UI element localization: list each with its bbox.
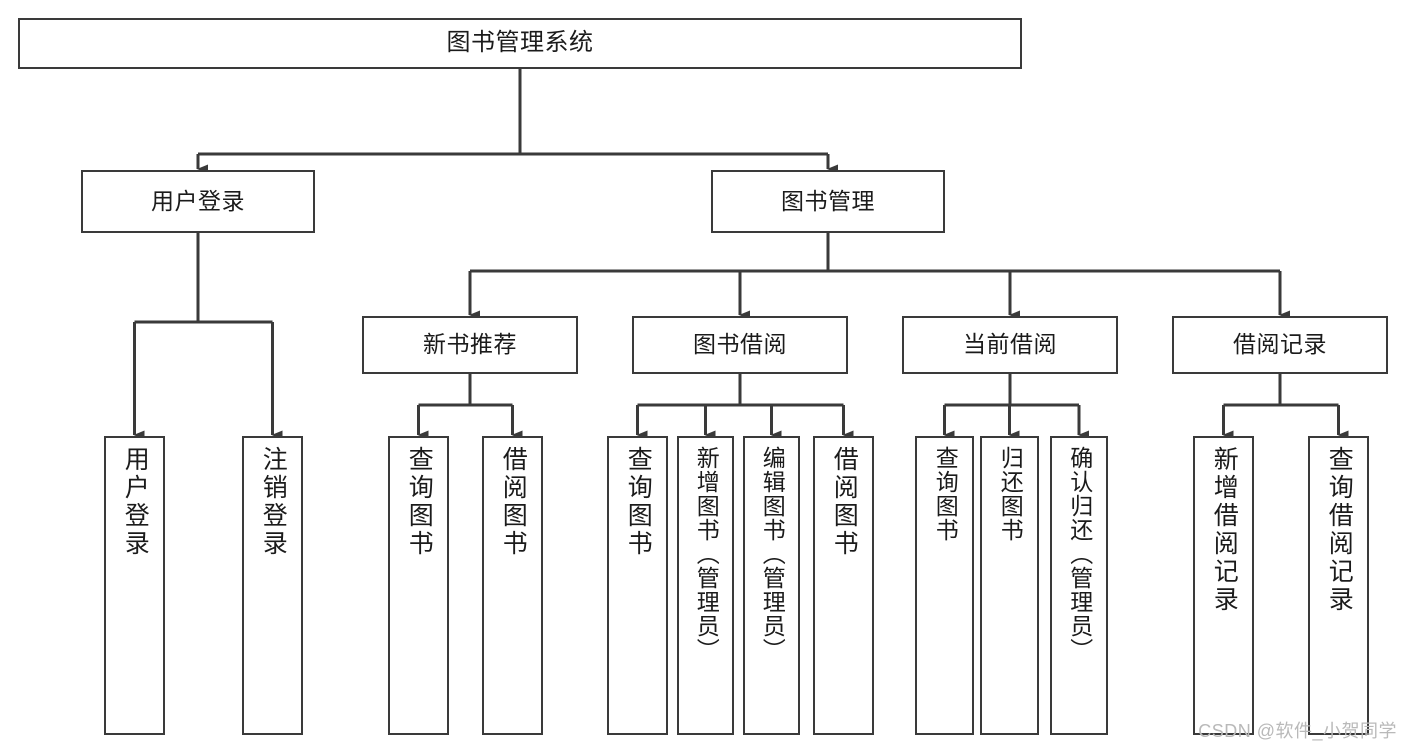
node-leaf-return-book[interactable]: 归还图书 [980,436,1039,735]
node-root[interactable]: 图书管理系统 [18,18,1022,69]
node-leaf-borrow-book-2[interactable]: 借阅图书 [813,436,874,735]
node-label: 查询图书 [624,446,653,558]
node-user-login[interactable]: 用户登录 [81,170,315,233]
node-leaf-add-record[interactable]: 新增借阅记录 [1193,436,1254,735]
node-label: 用户登录 [121,446,150,558]
node-label: 借阅图书 [830,446,859,558]
node-label: 图书管理 [781,187,875,214]
node-leaf-query-book-2[interactable]: 查询图书 [607,436,668,735]
node-new-book-rec[interactable]: 新书推荐 [362,316,578,374]
node-leaf-borrow-book-1[interactable]: 借阅图书 [482,436,543,735]
node-label: 查询图书 [405,446,434,558]
node-label: 注销登录 [259,446,288,558]
node-label: 查询借阅记录 [1325,446,1354,614]
node-label: 图书借阅 [693,331,787,358]
node-book-manage[interactable]: 图书管理 [711,170,945,233]
node-label: 新书推荐 [423,331,517,358]
node-label: 当前借阅 [963,331,1057,358]
node-current-borrow[interactable]: 当前借阅 [902,316,1118,374]
node-leaf-user-logout[interactable]: 注销登录 [242,436,303,735]
node-label: 借阅记录 [1233,331,1327,358]
node-label: 用户登录 [151,187,245,214]
node-label: 图书管理系统 [446,29,594,57]
node-label: 借阅图书 [499,446,528,558]
node-label: 编辑图书（管理员） [759,446,786,662]
node-leaf-user-login[interactable]: 用户登录 [104,436,165,735]
node-label: 确认归还（管理员） [1066,446,1093,662]
node-label: 新增借阅记录 [1210,446,1239,614]
node-label: 查询图书 [932,446,959,542]
node-leaf-query-book-3[interactable]: 查询图书 [915,436,974,735]
node-leaf-edit-book[interactable]: 编辑图书（管理员） [743,436,800,735]
node-leaf-add-book[interactable]: 新增图书（管理员） [677,436,734,735]
node-leaf-query-book-1[interactable]: 查询图书 [388,436,449,735]
node-book-borrow[interactable]: 图书借阅 [632,316,848,374]
node-leaf-query-record[interactable]: 查询借阅记录 [1308,436,1369,735]
node-borrow-record[interactable]: 借阅记录 [1172,316,1388,374]
watermark-text: CSDN @软件_小贺同学 [1198,721,1397,741]
node-label: 新增图书（管理员） [693,446,720,662]
node-leaf-confirm-return[interactable]: 确认归还（管理员） [1050,436,1108,735]
node-label: 归还图书 [997,446,1024,542]
